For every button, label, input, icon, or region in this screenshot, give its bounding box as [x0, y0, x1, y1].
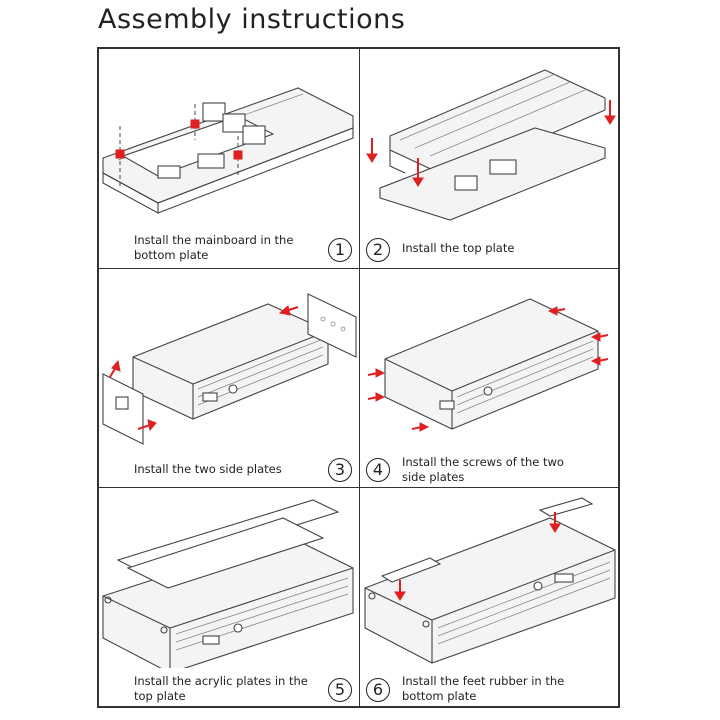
mainboard-illustration — [102, 87, 354, 214]
step-4-caption-line1: Install the screws of the two — [402, 455, 564, 469]
step-2-number: 2 — [366, 238, 390, 262]
step-5-number: 5 — [328, 678, 352, 702]
step-2-caption-line1: Install the top plate — [402, 241, 515, 255]
step-1-caption-line2: bottom plate — [134, 248, 209, 262]
step-1-panel: Install the mainboard in the bottom plat… — [98, 48, 359, 268]
step-4-panel: Install the screws of the two side plate… — [360, 269, 620, 487]
step-3-panel: Install the two side plates 3 — [98, 269, 359, 487]
step-4-caption-line2: side plates — [402, 470, 465, 484]
step-3-caption-line1: Install the two side plates — [134, 462, 282, 476]
step-3-number: 3 — [328, 458, 352, 482]
step-4-number: 4 — [366, 458, 390, 482]
side-plates-illustration — [102, 293, 357, 445]
step-1-number: 1 — [328, 238, 352, 262]
step-6-panel: Install the feet rubber in the bottom pl… — [360, 488, 620, 708]
step-5-caption-line1: Install the acrylic plates in the — [134, 674, 308, 688]
grid-divider-vertical — [359, 47, 360, 708]
grid-divider-row2 — [97, 487, 620, 488]
instruction-grid — [97, 47, 620, 708]
step-5-caption-line2: top plate — [134, 689, 186, 703]
acrylic-plates-illustration — [102, 499, 354, 674]
step-5-panel: Install the acrylic plates in the top pl… — [98, 488, 359, 708]
screws-illustration — [367, 298, 609, 432]
step-6-caption-line2: bottom plate — [402, 689, 477, 703]
step-6-caption-line1: Install the feet rubber in the — [402, 674, 565, 688]
grid-divider-row1 — [97, 268, 620, 269]
step-2-panel: Install the top plate 2 — [360, 48, 620, 268]
step-1-caption-line1: Install the mainboard in the — [134, 233, 294, 247]
top-plate-illustration — [366, 69, 616, 221]
page-title: Assembly instructions — [98, 4, 406, 35]
step-6-number: 6 — [366, 678, 390, 702]
feet-rubber-illustration — [364, 497, 616, 664]
